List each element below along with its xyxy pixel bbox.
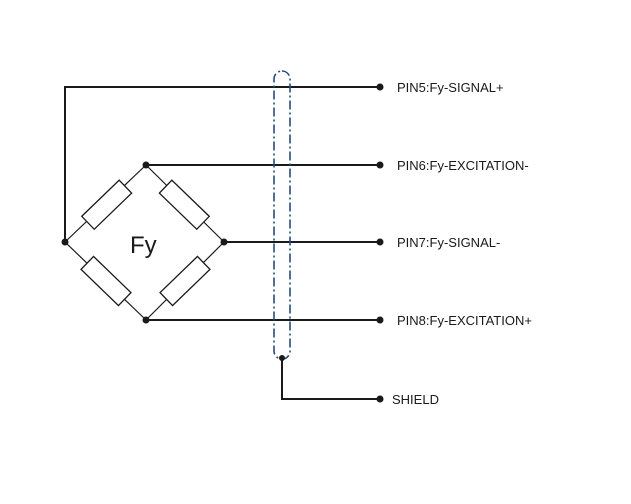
- pin8-terminal: [376, 316, 384, 324]
- nodes: [61, 83, 384, 403]
- cable-shield-outline: [273, 70, 291, 360]
- pin7-label: PIN7:Fy-SIGNAL-: [397, 235, 500, 250]
- pin7-terminal: [376, 238, 384, 246]
- node-top: [142, 161, 150, 169]
- resistor-bottom-right: [159, 255, 211, 307]
- wires: [64, 86, 381, 400]
- wire-pin5: [64, 86, 381, 243]
- pin5-terminal: [376, 83, 384, 91]
- shield-terminal: [376, 395, 384, 403]
- pin5-label: PIN5:Fy-SIGNAL+: [397, 80, 504, 95]
- pin6-label: PIN6:Fy-EXCITATION-: [397, 158, 529, 173]
- pin6-terminal: [376, 161, 384, 169]
- resistor-top-left: [80, 179, 133, 231]
- pin8-label: PIN8:Fy-EXCITATION+: [397, 313, 532, 328]
- bridge-label: Fy: [130, 232, 157, 259]
- resistor-bottom-left: [80, 255, 132, 307]
- node-left: [61, 238, 69, 246]
- node-right: [220, 238, 228, 246]
- bridge: Fy: [64, 164, 225, 321]
- resistor-top-right: [158, 179, 211, 231]
- node-bottom: [142, 316, 150, 324]
- node-shield-drain: [279, 355, 285, 361]
- wire-shield: [281, 357, 381, 400]
- shield-label: SHIELD: [392, 392, 439, 407]
- pin-labels: PIN5:Fy-SIGNAL+ PIN6:Fy-EXCITATION- PIN7…: [392, 80, 532, 407]
